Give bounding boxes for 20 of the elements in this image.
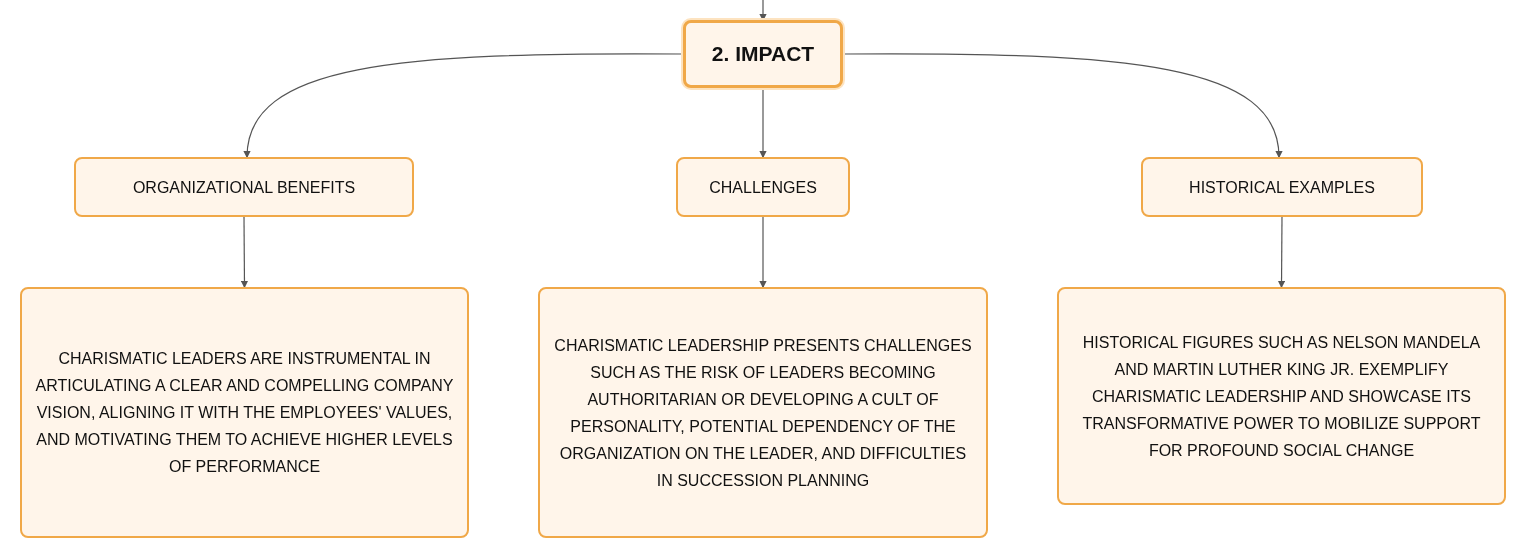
category-label: ORGANIZATIONAL BENEFITS bbox=[132, 177, 356, 198]
arrow bbox=[759, 87, 767, 159]
description-box bbox=[1057, 287, 1506, 505]
category-label: CHALLENGES bbox=[709, 177, 817, 198]
arrow bbox=[240, 216, 249, 289]
topic-box bbox=[683, 20, 843, 88]
arrow bbox=[842, 53, 1282, 159]
arrow bbox=[244, 53, 684, 159]
category-label: HISTORICAL EXAMPLES bbox=[1189, 177, 1375, 198]
description-box bbox=[20, 287, 469, 538]
description-box bbox=[538, 287, 988, 538]
description-text: CHARISMATIC LEADERSHIP PRESENTS CHALLENGES SUCH AS THE RISK OF LEADERS BECOMING AUTHORITARIAN OR DEVELOPING A CULT OF PERSONALITY, POTENTIAL DEPENDENCY OF THE ORGANIZATION ON THE LEADER, AND DIFFICULTIES IN SUCCESSION PLANNING bbox=[553, 335, 973, 491]
arrow bbox=[1277, 216, 1286, 289]
description-text: CHARISMATIC LEADERS ARE INSTRUMENTAL IN ARTICULATING A CLEAR AND COMPELLING COMPANY VISION, ALIGNING IT WITH THE EMPLOYEES' VALUES, AND MOTIVATING THEM TO ACHIEVE HIGHER LEVELS OF PERFORMANCE bbox=[34, 349, 455, 477]
description-text: HISTORICAL FIGURES SUCH AS NELSON MANDELA AND MARTIN LUTHER KING JR. EXEMPLIFY CHARISMATIC LEADERSHIP AND SHOWCASE ITS TRANSFORMATIVE POWER TO MOBILIZE SUPPORT FOR PROFOUND SOCIAL CHANGE bbox=[1081, 332, 1482, 461]
arrow bbox=[759, 216, 767, 289]
topic-title: 2. IMPACT bbox=[711, 41, 815, 68]
category-box bbox=[676, 157, 850, 217]
category-box bbox=[74, 157, 414, 217]
category-box bbox=[1141, 157, 1423, 217]
